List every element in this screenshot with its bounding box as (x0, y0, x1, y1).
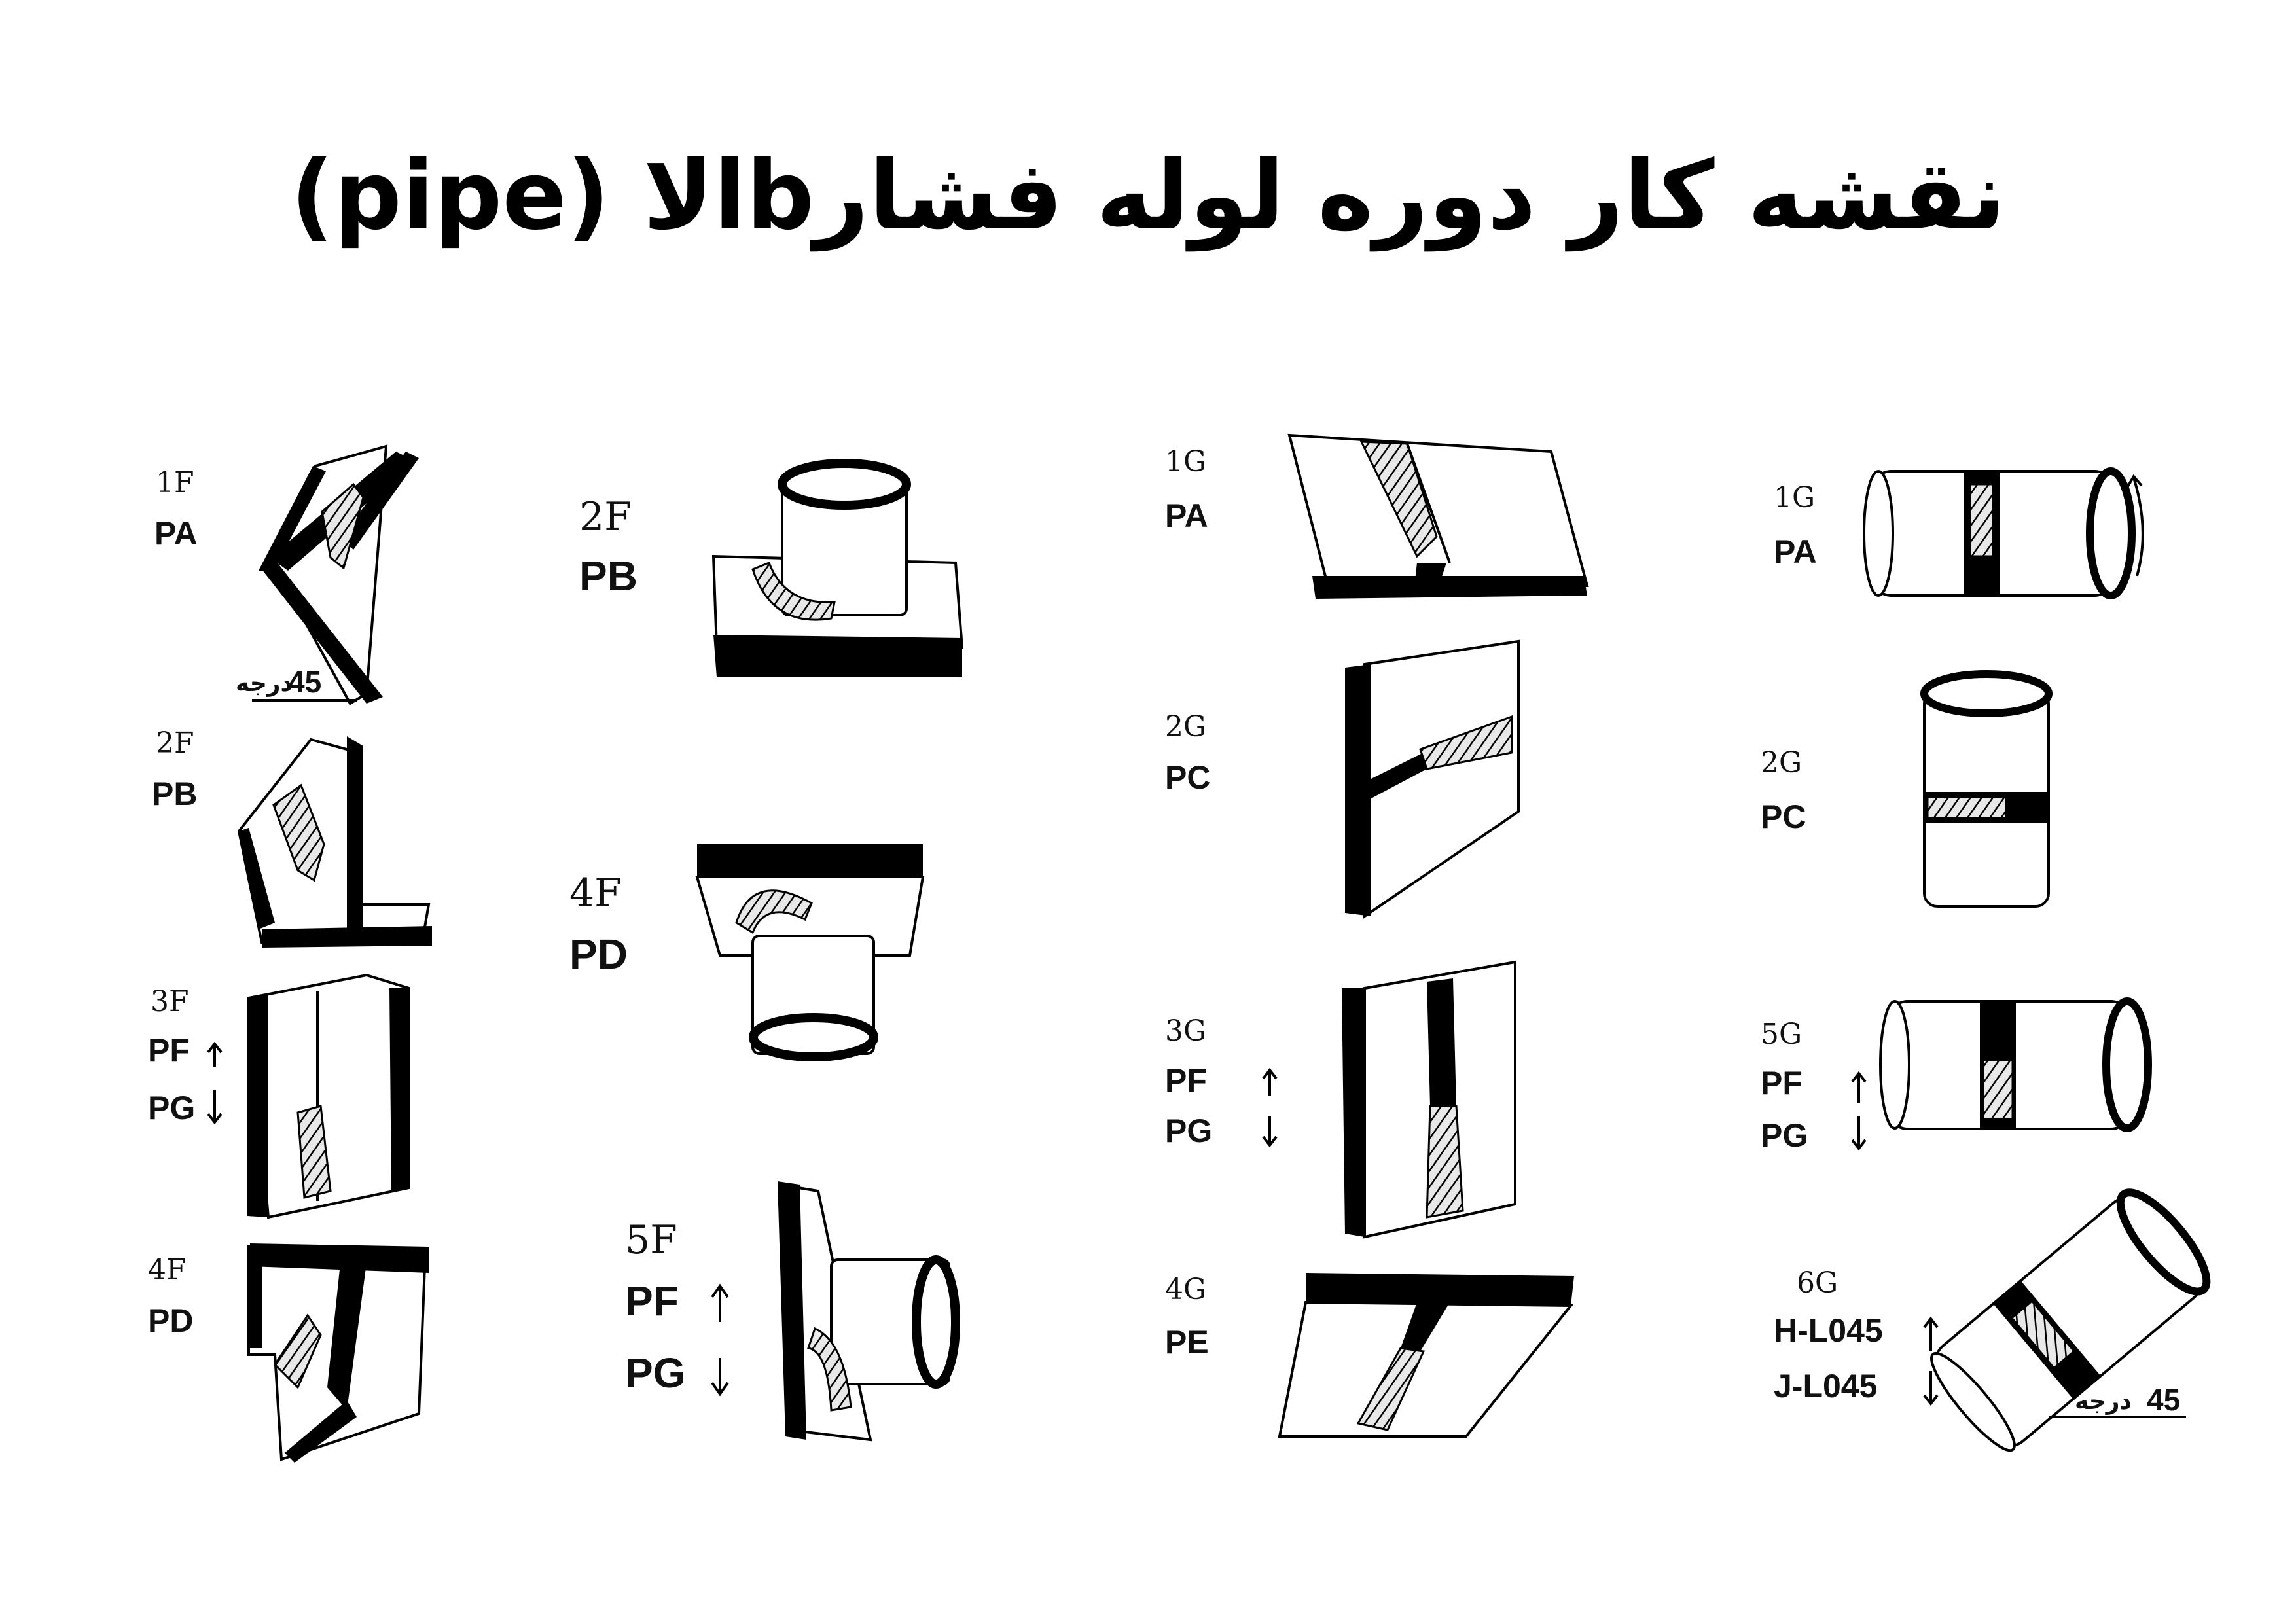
arrow-down-icon (1262, 1116, 1278, 1148)
code-label: 4G (1165, 1273, 1206, 1306)
position-label: PA (154, 515, 198, 552)
position-label: PG (148, 1090, 195, 1126)
pipe-fillet-4f-pd: 4F PD (569, 844, 925, 1061)
position-label: PD (148, 1302, 193, 1339)
rotation-arrow-icon (2126, 474, 2144, 577)
fillet-3f-pf-pg: 3F PF PG (148, 973, 410, 1219)
arrow-down-icon (1851, 1116, 1867, 1151)
code-label: 4F (148, 1253, 187, 1287)
code-label: 3F (151, 985, 189, 1018)
pipe-groove-6g: 6G H-L045 J-L045 45 درجه (1774, 1188, 2211, 1452)
angle-value: 45 (2147, 1383, 2180, 1417)
code-label: 5F (625, 1217, 677, 1263)
fillet-1f-pa: 1F PA 45 درجه (154, 444, 419, 705)
groove-2g-pc: 2G PC (1165, 639, 1520, 919)
position-label: PB (152, 776, 197, 812)
position-label: PA (1774, 533, 1817, 570)
angle-value: 45 (288, 665, 321, 699)
position-label: PF (625, 1277, 679, 1325)
code-label: 4F (569, 870, 622, 916)
pipe-groove-5g-pf-pg: 5G PF PG (1761, 997, 2152, 1154)
code-label: 1F (156, 466, 194, 499)
code-label: 2G (1761, 746, 1802, 779)
position-label: PD (569, 931, 628, 978)
code-label: 2G (1165, 710, 1206, 743)
position-label: PE (1165, 1324, 1209, 1361)
position-label: PG (1165, 1113, 1212, 1149)
code-label: 3G (1165, 1014, 1206, 1048)
position-label: PF (148, 1032, 190, 1069)
arrow-up-icon (1923, 1316, 1939, 1351)
code-label: 2F (156, 726, 194, 760)
pipe-fillet-5f-pf-pg: 5F PF PG (625, 1181, 960, 1442)
arrow-up-icon (1851, 1071, 1867, 1103)
angle-unit: درجه (236, 670, 293, 697)
code-label: 1G (1165, 445, 1206, 478)
arrow-down-icon (1923, 1371, 1939, 1406)
pipe-groove-2g-pc: 2G PC (1761, 670, 2053, 908)
page-title: نقشه کار دوره لوله فشارbالا (pipe) (290, 141, 2006, 251)
position-label: H-L045 (1774, 1312, 1883, 1349)
position-label: J-L045 (1774, 1368, 1877, 1404)
position-label: PG (1761, 1117, 1808, 1154)
groove-1g-pa: 1G PA (1165, 433, 1589, 599)
position-label: PC (1165, 759, 1210, 796)
code-label: 6G (1797, 1266, 1838, 1300)
groove-4g-pe: 4G PE (1165, 1273, 1574, 1438)
position-label: PB (579, 552, 637, 599)
arrow-up-icon (1262, 1067, 1278, 1096)
code-label: 2F (579, 494, 632, 540)
position-label: PF (1761, 1065, 1803, 1101)
position-label: PG (625, 1349, 685, 1397)
position-label: PF (1165, 1062, 1207, 1099)
arrow-down-icon (207, 1090, 223, 1125)
code-label: 5G (1761, 1018, 1802, 1051)
fillet-4f-pd: 4F PD (148, 1243, 429, 1463)
position-label: PC (1761, 798, 1806, 835)
fillet-2f-pb: 2F PB (152, 726, 432, 948)
pipe-fillet-2f-pb: 2F PB (579, 459, 964, 677)
pipe-groove-1g-pa: 1G PA (1774, 467, 2144, 599)
groove-3g-pf-pg: 3G PF PG (1165, 960, 1516, 1239)
arrow-up-icon (711, 1283, 729, 1322)
arrow-up-icon (207, 1041, 223, 1067)
code-label: 1G (1774, 481, 1815, 514)
position-label: PA (1165, 497, 1208, 534)
arrow-down-icon (711, 1358, 729, 1397)
angle-unit: درجه (2075, 1388, 2132, 1415)
